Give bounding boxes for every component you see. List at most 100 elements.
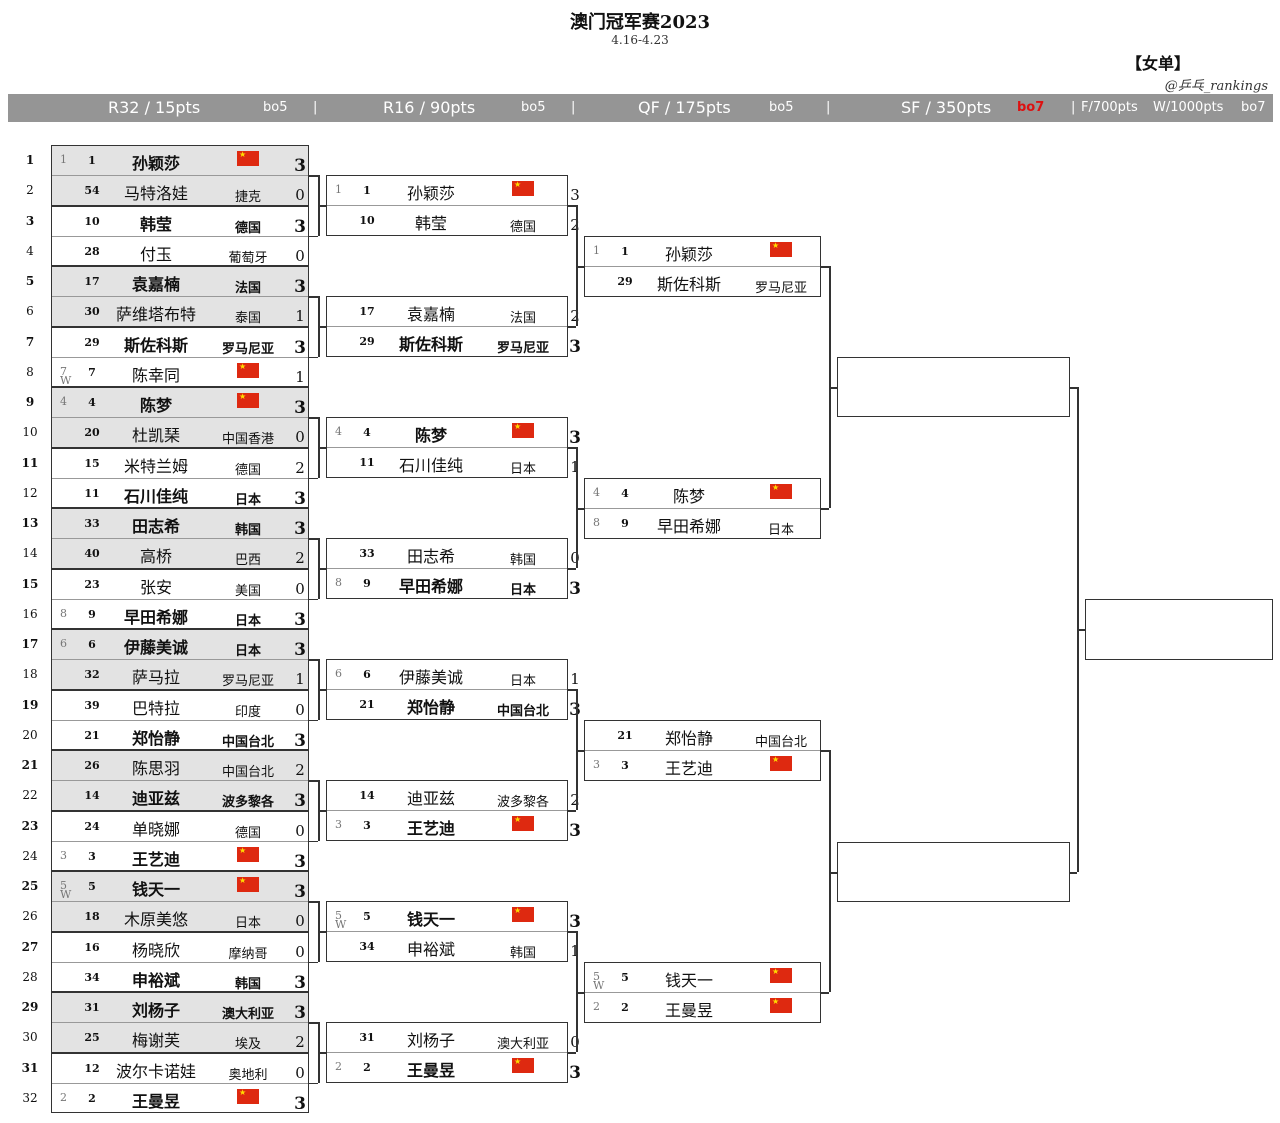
row-number: 16	[22, 606, 38, 621]
player-score: 3	[569, 337, 581, 358]
player-country: 摩纳哥	[228, 946, 268, 962]
player-rank: 1	[621, 245, 629, 258]
player-rank: 21	[617, 729, 633, 742]
connector-line	[309, 175, 318, 177]
player-rank: 20	[84, 426, 100, 440]
player-name: 郑怡静	[406, 698, 455, 718]
row-number: 17	[21, 637, 39, 651]
player-score: 1	[570, 458, 580, 477]
match-divider	[585, 508, 820, 510]
wildcard-mark: W	[593, 979, 605, 992]
china-flag-icon	[512, 906, 534, 922]
r16-match-box: 11孙颖莎310韩莹德国2	[326, 175, 580, 236]
round-bestof-qf: bo5	[769, 100, 794, 115]
player-score: 3	[569, 821, 581, 842]
player-country: 澳大利亚	[221, 1007, 274, 1022]
player-rank: 33	[359, 547, 375, 560]
china-flag-icon	[770, 483, 792, 499]
player-name: 钱天一	[406, 910, 455, 929]
connector-line	[1077, 629, 1085, 631]
player-score: 3	[569, 912, 581, 932]
player-name: 迪亚兹	[131, 789, 180, 809]
player-name: 刘杨子	[406, 1031, 455, 1050]
player-country: 日本	[234, 492, 261, 508]
match-divider	[52, 1082, 308, 1084]
connector-line	[568, 810, 576, 812]
player-rank: 30	[84, 305, 100, 319]
player-name: 早田希娜	[123, 607, 188, 627]
row-number: 3	[25, 213, 35, 228]
player-name: 迪亚兹	[406, 789, 455, 808]
player-country: 巴西	[234, 553, 261, 569]
row-number: 22	[22, 788, 38, 803]
connector-line	[309, 780, 318, 782]
player-rank: 23	[84, 577, 100, 591]
seed-number: 5	[593, 970, 600, 983]
player-name: 石川佳纯	[398, 456, 463, 476]
player-score: 2	[295, 549, 305, 568]
player-score: 0	[295, 821, 305, 840]
connector-line	[576, 931, 578, 1053]
player-name: 高桥	[139, 547, 172, 567]
player-score: 2	[570, 216, 580, 235]
player-name: 张安	[139, 577, 172, 597]
player-score: 0	[295, 246, 305, 265]
connector-line	[568, 931, 576, 933]
player-row: 44陈梦3	[327, 418, 581, 448]
sf-match-box-bottom	[837, 842, 1070, 902]
player-score: 3	[294, 1093, 306, 1114]
player-name: 孙颖莎	[664, 245, 713, 264]
player-country: 罗马尼亚	[496, 341, 549, 357]
connector-line	[568, 1052, 576, 1054]
connector-line	[821, 266, 829, 268]
player-score: 2	[570, 307, 580, 325]
connector-line	[309, 356, 318, 359]
player-rank: 31	[359, 1031, 375, 1044]
player-rank: 2	[363, 1061, 371, 1075]
player-name: 单晓娜	[131, 819, 180, 839]
round-header-bar: R32 / 15pts bo5 | R16 / 90pts bo5 | QF /…	[8, 94, 1273, 122]
connector-line	[576, 508, 584, 510]
connector-line	[318, 810, 326, 812]
player-score: 3	[294, 519, 306, 539]
player-name: 巴特拉	[131, 698, 180, 718]
match-divider	[52, 659, 308, 661]
connector-line	[821, 750, 829, 752]
player-score: 0	[570, 1033, 580, 1051]
connector-line	[309, 538, 318, 540]
r32-match-box: 5W5钱天一318木原美悠日本0	[51, 871, 309, 932]
player-score: 3	[294, 972, 306, 993]
china-flag-icon	[237, 392, 259, 408]
player-rank: 6	[88, 638, 96, 651]
r32-match-box: 24单晓娜德国033王艺迪3	[51, 810, 309, 872]
player-rank: 24	[84, 819, 100, 833]
connector-line	[1070, 872, 1077, 874]
connector-line	[568, 326, 576, 328]
wildcard-mark: W	[60, 888, 72, 901]
player-row: 11孙颖莎3	[52, 146, 308, 176]
player-rank: 2	[88, 1091, 96, 1105]
player-name: 米特兰姆	[123, 456, 188, 476]
seed-number: 6	[60, 637, 67, 650]
player-rank: 7	[88, 365, 96, 379]
